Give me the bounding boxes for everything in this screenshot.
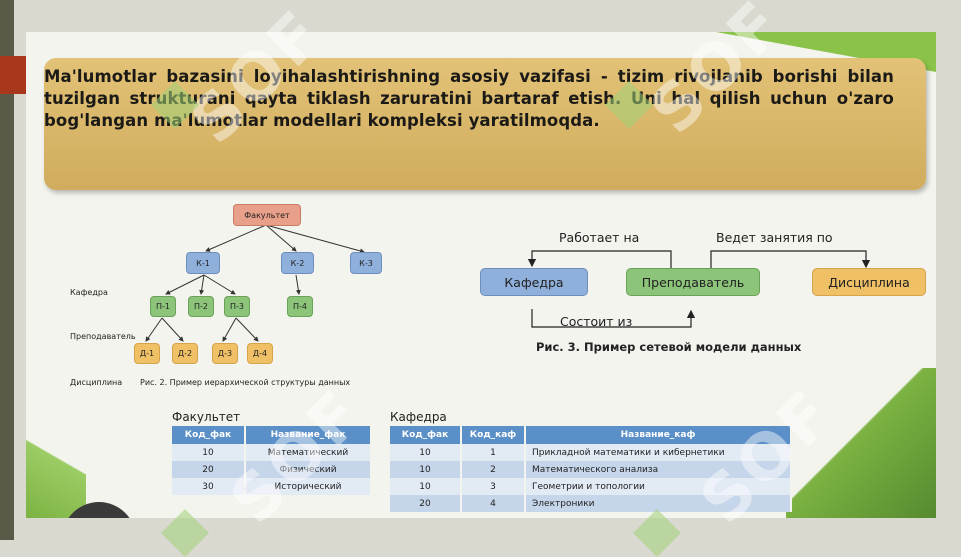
cell: Математический <box>245 444 372 461</box>
cell: 10 <box>390 444 462 461</box>
row-label-kafedra: Кафедра <box>70 288 108 297</box>
node-discipline-4: Д-4 <box>247 343 273 364</box>
net-node-teacher: Преподаватель <box>626 268 760 296</box>
table-row: 10 Математический <box>172 444 372 461</box>
net-node-discipline: Дисциплина <box>812 268 926 296</box>
cell: 10 <box>172 444 246 461</box>
cell: 20 <box>172 461 246 478</box>
col-header: Код_каф <box>461 426 526 444</box>
banner-text: Ma'lumotlar bazasini loyihalashtirishnin… <box>44 67 894 130</box>
hierarchy-caption: Рис. 2. Пример иерархической структуры д… <box>140 378 351 387</box>
edge-label-consists-of: Состоит из <box>560 314 633 329</box>
table-row: 20 Физический <box>172 461 372 478</box>
edge-label-works-at: Работает на <box>559 230 640 245</box>
node-teacher-1: П-1 <box>150 296 176 317</box>
cell: 2 <box>461 461 526 478</box>
node-faculty: Факультет <box>233 204 301 226</box>
node-discipline-3: Д-3 <box>212 343 238 364</box>
presenter-avatar <box>62 502 136 518</box>
cell: Физический <box>245 461 372 478</box>
row-label-disciplina: Дисциплина <box>70 378 123 387</box>
node-kafedra-3: К-3 <box>350 252 382 274</box>
cell: 30 <box>172 478 246 495</box>
cell: 20 <box>390 495 462 512</box>
node-teacher-4: П-4 <box>287 296 313 317</box>
cell: 4 <box>461 495 526 512</box>
node-teacher-3: П-3 <box>224 296 250 317</box>
cell: Электроники <box>525 495 792 512</box>
table-row: 30 Исторический <box>172 478 372 495</box>
cell: 3 <box>461 478 526 495</box>
table-row: 10 2 Математического анализа <box>390 461 792 478</box>
decor-green-bottom-left <box>26 398 86 518</box>
col-header: Название_фак <box>245 426 372 444</box>
table-kafedra: Код_фак Код_каф Название_каф 10 1 Прикла… <box>390 426 792 512</box>
cell: Геометрии и топологии <box>525 478 792 495</box>
row-label-prepodavatel: Преподаватель <box>70 332 136 341</box>
table-kafedra-title: Кафедра <box>390 410 447 424</box>
cell: 10 <box>390 461 462 478</box>
slide-accent-mark <box>0 56 26 94</box>
decor-green-bottom-right <box>786 368 936 518</box>
cell: 1 <box>461 444 526 461</box>
diagrams: Факультет Кафедра Преподаватель Дисципли… <box>26 192 936 412</box>
net-node-kafedra: Кафедра <box>480 268 588 296</box>
node-discipline-2: Д-2 <box>172 343 198 364</box>
node-kafedra-2: К-2 <box>281 252 314 274</box>
table-row: 20 4 Электроники <box>390 495 792 512</box>
node-teacher-2: П-2 <box>188 296 214 317</box>
edge-label-teaches: Ведет занятия по <box>716 230 833 245</box>
col-header: Код_фак <box>172 426 246 444</box>
col-header: Код_фак <box>390 426 462 444</box>
col-header: Название_каф <box>525 426 792 444</box>
cell: Прикладной математики и кибернетики <box>525 444 792 461</box>
node-discipline-1: Д-1 <box>134 343 160 364</box>
table-row: 10 3 Геометрии и топологии <box>390 478 792 495</box>
table-faculty-title: Факультет <box>172 410 241 424</box>
cell: Математического анализа <box>525 461 792 478</box>
table-row: 10 1 Прикладной математики и кибернетики <box>390 444 792 461</box>
network-caption: Рис. 3. Пример сетевой модели данных <box>536 340 802 354</box>
node-kafedra-1: К-1 <box>186 252 220 274</box>
slide: Ma'lumotlar bazasini loyihalashtirishnin… <box>26 32 936 518</box>
cell: 10 <box>390 478 462 495</box>
cell: Исторический <box>245 478 372 495</box>
left-rail <box>0 0 14 540</box>
hierarchy-connectors <box>145 224 871 342</box>
table-faculty: Код_фак Название_фак 10 Математический 2… <box>172 426 372 495</box>
